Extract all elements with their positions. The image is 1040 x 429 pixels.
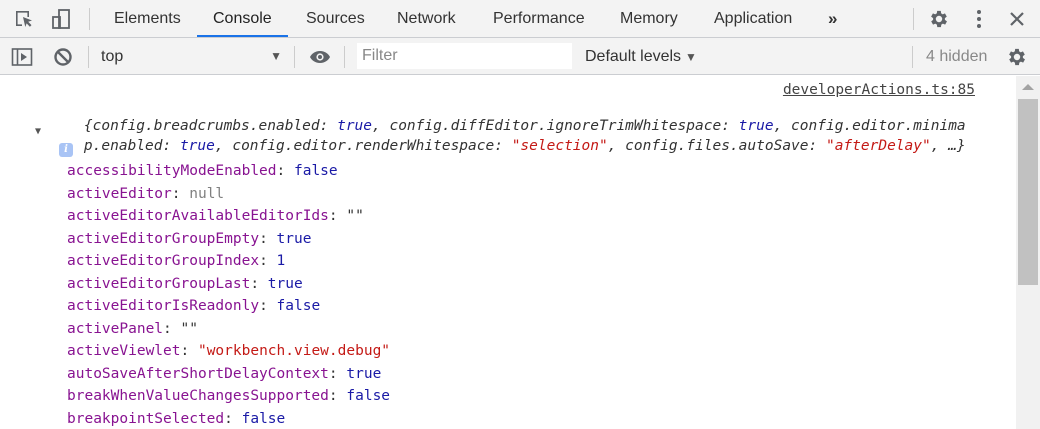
object-properties: accessibilityModeEnabled: false activeEd… (67, 160, 390, 429)
filter-input[interactable] (357, 43, 572, 69)
summary-text: p.enabled: (83, 138, 180, 154)
property-value: true (346, 365, 382, 382)
console-toolbar: top ▼ Default levels▼ 4 hidden (0, 38, 1040, 75)
property-key: activeViewlet (67, 343, 181, 359)
summary-value: true (337, 118, 373, 134)
dropdown-arrow-icon: ▼ (685, 50, 697, 64)
property-value: false (346, 388, 391, 404)
property-key: activeEditor (67, 185, 172, 202)
property-value: true (276, 230, 312, 247)
vertical-scrollbar[interactable] (1016, 76, 1040, 429)
property-key: breakWhenValueChangesSupported (67, 388, 329, 404)
property-row[interactable]: breakWhenValueChangesSupported: false (67, 388, 391, 404)
property-value: false (293, 163, 338, 179)
device-toolbar-icon[interactable] (49, 7, 73, 31)
summary-text: , …} (930, 138, 966, 154)
devtools-tabbar: Elements Console Sources Network Perform… (0, 0, 1040, 38)
summary-text: , config.editor.renderWhitespace: (214, 138, 512, 154)
close-icon[interactable] (1005, 7, 1029, 31)
live-expression-eye-icon[interactable] (308, 45, 332, 69)
property-key: activePanel (67, 320, 164, 337)
tab-console[interactable]: Console (197, 0, 288, 38)
divider (912, 46, 913, 68)
context-selector[interactable]: top ▼ (101, 38, 286, 75)
source-location-link[interactable]: developerActions.ts:85 (782, 82, 975, 98)
summary-text: , config.editor.minima (773, 118, 966, 134)
property-row[interactable]: activeEditorIsReadonly: false (67, 298, 321, 314)
hidden-messages-count: 4 hidden (926, 48, 988, 65)
tab-application[interactable]: Application (714, 10, 793, 27)
property-row[interactable]: activeViewlet: "workbench.view.debug" (67, 343, 391, 359)
property-row[interactable]: autoSaveAfterShortDelayContext: true (67, 365, 382, 382)
property-row[interactable]: activeEditorGroupEmpty: true (67, 230, 312, 247)
property-row[interactable]: activeEditor: null (67, 185, 225, 202)
property-key: activeEditorIsReadonly (67, 298, 260, 314)
property-value: "" (180, 320, 198, 337)
property-key: activeEditorAvailableEditorIds (67, 208, 329, 224)
expand-toggle-icon[interactable]: ▼ (35, 126, 42, 137)
object-summary-line-1[interactable]: {config.breadcrumbs.enabled: true, confi… (49, 102, 966, 150)
tab-sources[interactable]: Sources (306, 10, 365, 27)
more-options-icon[interactable] (967, 7, 991, 31)
settings-icon[interactable] (927, 7, 951, 31)
property-row[interactable]: breakpointSelected: false (67, 410, 286, 427)
context-value: top (101, 48, 124, 65)
property-key: autoSaveAfterShortDelayContext (67, 365, 329, 382)
summary-text: , config.diffEditor.ignoreTrimWhitespace… (372, 118, 739, 134)
property-value: "" (346, 208, 364, 224)
console-output: developerActions.ts:85 {config.breadcrum… (0, 76, 1016, 429)
tab-network[interactable]: Network (397, 10, 456, 27)
property-value: true (267, 275, 303, 292)
summary-value: "selection" (511, 138, 608, 154)
summary-value: "afterDelay" (825, 138, 931, 154)
property-key: breakpointSelected (67, 410, 225, 427)
property-value: "workbench.view.debug" (197, 343, 391, 359)
property-value: 1 (276, 253, 286, 269)
summary-text: {config.breadcrumbs.enabled: (83, 118, 338, 134)
property-key: activeEditorGroupIndex (67, 253, 260, 269)
property-value: null (189, 185, 225, 202)
tab-memory[interactable]: Memory (620, 10, 678, 27)
property-row[interactable]: activeEditorGroupIndex: 1 (67, 253, 286, 269)
log-levels-dropdown[interactable]: Default levels▼ (585, 38, 697, 75)
inspect-element-icon[interactable] (12, 7, 36, 31)
levels-label: Default levels (585, 48, 682, 65)
info-icon[interactable]: i (59, 143, 73, 157)
sidebar-toggle-icon[interactable] (10, 45, 34, 69)
summary-value: true (738, 118, 774, 134)
property-key: accessibilityModeEnabled (67, 163, 277, 179)
tab-performance[interactable]: Performance (493, 10, 585, 27)
more-tabs-button[interactable]: » (828, 9, 838, 28)
summary-value: true (179, 138, 215, 154)
scrollbar-thumb[interactable] (1018, 99, 1038, 285)
property-value: false (276, 298, 321, 314)
divider (89, 8, 90, 30)
property-key: activeEditorGroupEmpty (67, 230, 260, 247)
clear-console-icon[interactable] (51, 45, 75, 69)
property-row[interactable]: activePanel: "" (67, 320, 198, 337)
summary-text: , config.files.autoSave: (607, 138, 826, 154)
property-row[interactable]: accessibilityModeEnabled: false (67, 163, 338, 179)
tab-elements[interactable]: Elements (114, 10, 181, 27)
console-settings-icon[interactable] (1005, 45, 1029, 69)
property-key: activeEditorGroupLast (67, 275, 251, 292)
divider (913, 8, 914, 30)
property-row[interactable]: activeEditorGroupLast: true (67, 275, 303, 292)
scroll-up-arrow-icon[interactable] (1022, 84, 1034, 90)
property-row[interactable]: activeEditorAvailableEditorIds: "" (67, 208, 364, 224)
property-value: false (241, 410, 286, 427)
divider (294, 46, 295, 68)
divider (88, 46, 89, 68)
dropdown-arrow-icon: ▼ (270, 49, 282, 63)
object-summary-line-2[interactable]: p.enabled: true, config.editor.renderWhi… (49, 122, 966, 170)
divider (344, 46, 345, 68)
